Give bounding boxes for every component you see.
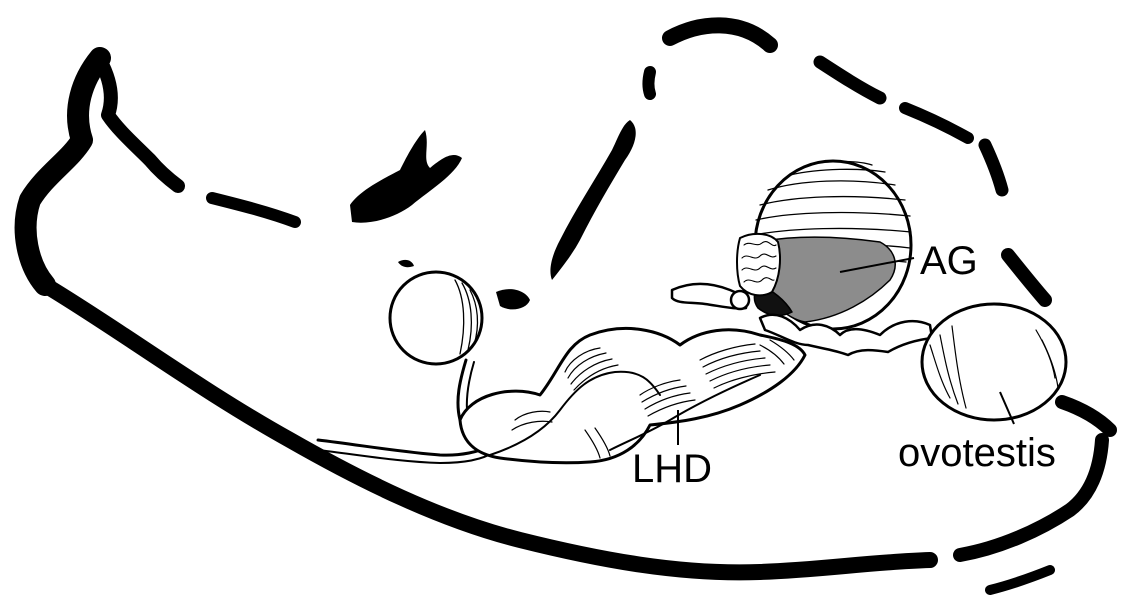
outline-dash-1 [212, 198, 295, 222]
outline-head-left [26, 58, 100, 285]
outline-right-3 [985, 145, 1002, 190]
outline-right-2 [1008, 255, 1045, 300]
label-ovotestis: ovotestis [898, 431, 1056, 475]
label-lhd: LHD [632, 447, 712, 491]
mark-diagonal [550, 120, 635, 280]
convoluted-gland [737, 234, 780, 295]
outline-top-3 [649, 72, 651, 94]
junction-loop [731, 291, 749, 309]
outline-head-top [100, 60, 178, 186]
outline-right-4 [905, 108, 968, 138]
mark-small-blob [496, 289, 530, 309]
label-ag: AG [920, 239, 978, 283]
outline-top-2 [670, 25, 770, 45]
outline-tail-dash [990, 570, 1050, 590]
hermaphroditic-duct-outer [460, 328, 805, 462]
body-outline [26, 25, 1110, 590]
outline-right-1 [1062, 402, 1110, 430]
interior-marks [350, 120, 636, 309]
mark-y-shape [350, 130, 462, 223]
ovotestis-sphere [922, 304, 1066, 420]
organs [318, 161, 1066, 463]
mark-tiny-dash [398, 260, 414, 267]
outline-top-1 [820, 62, 880, 98]
